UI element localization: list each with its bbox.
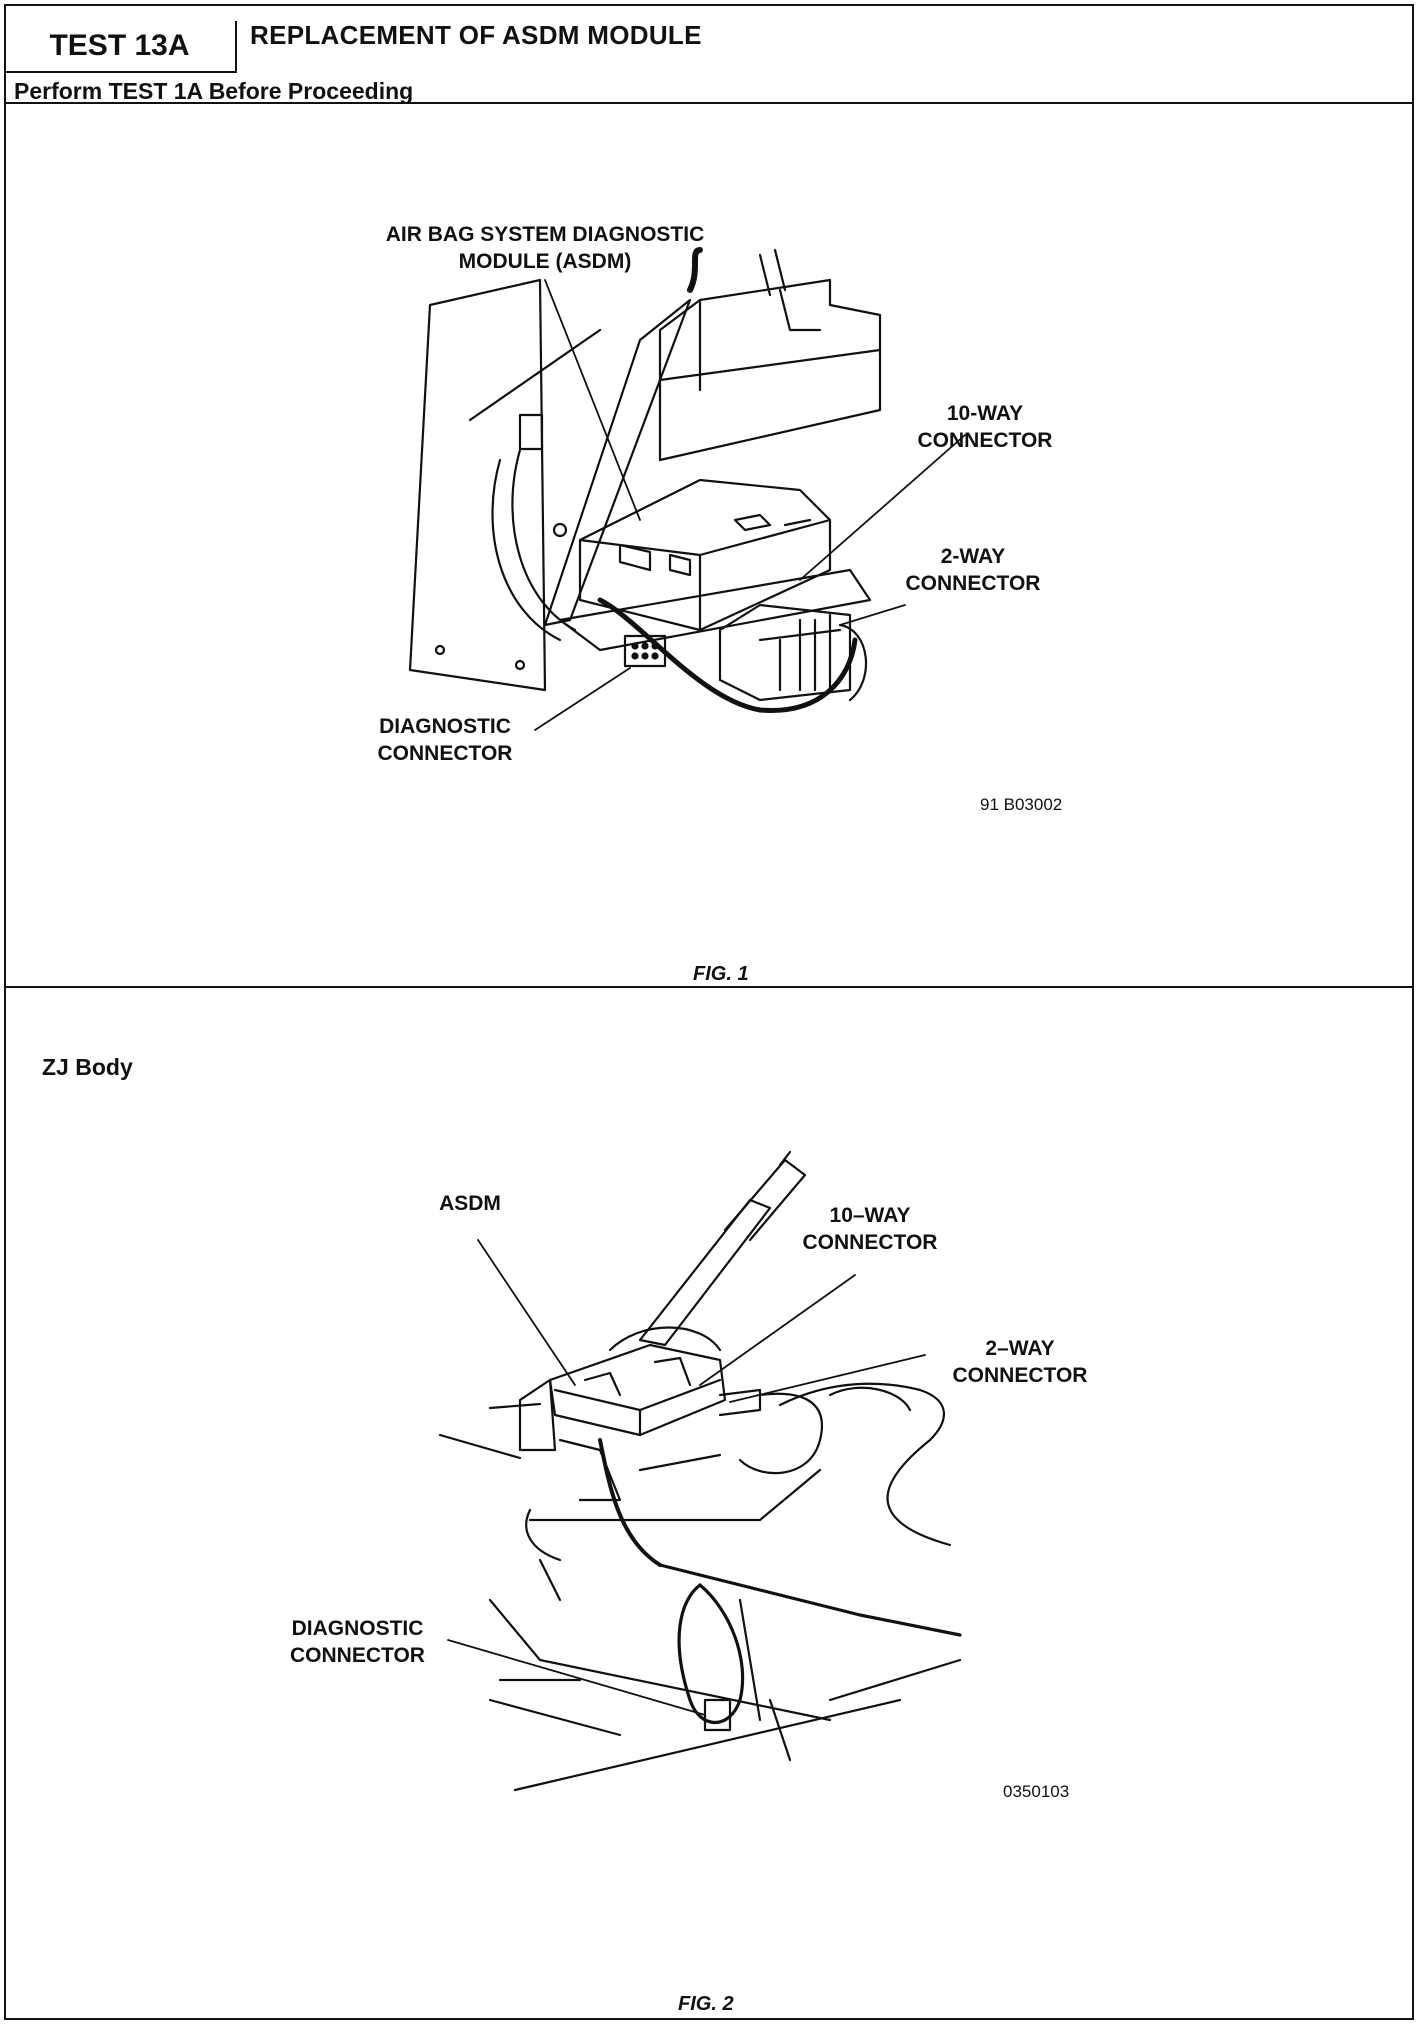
fig2-2way-label-line1: 2–WAY: [985, 1337, 1055, 1360]
fig1-diagnostic-label-line2: CONNECTOR: [377, 742, 513, 765]
fig2-10way-label: 10–WAY CONNECTOR: [780, 1202, 960, 1256]
fig2-asdm-label: ASDM: [439, 1192, 501, 1215]
fig2-caption: FIG. 2: [678, 1993, 734, 2015]
zj-body-label: ZJ Body: [42, 1054, 133, 1080]
fig1-10way-label-line1: 10-WAY: [946, 402, 1024, 425]
page-title: REPLACEMENT OF ASDM MODULE: [250, 20, 702, 50]
fig1-diagnostic-label-line1: DIAGNOSTIC: [379, 715, 511, 738]
fig1-code: 91 B03002: [980, 795, 1063, 814]
fig1-diagnostic-label: DIAGNOSTIC CONNECTOR: [360, 713, 530, 767]
fig1-2way-label-line2: CONNECTOR: [905, 572, 1041, 595]
fig1-10way-label: 10-WAY CONNECTOR: [900, 400, 1070, 454]
fig2-2way-label-line2: CONNECTOR: [952, 1364, 1088, 1387]
fig2-10way-label-line2: CONNECTOR: [802, 1231, 938, 1254]
fig1-10way-label-line2: CONNECTOR: [917, 429, 1053, 452]
fig2-diagnostic-label-line2: CONNECTOR: [290, 1644, 425, 1667]
fig1-asdm-label-line1: AIR BAG SYSTEM DIAGNOSTIC: [385, 223, 705, 246]
fig2-diagnostic-label: DIAGNOSTIC CONNECTOR: [265, 1615, 450, 1669]
fig1-2way-label-line1: 2-WAY: [940, 545, 1006, 568]
fig1-asdm-label: AIR BAG SYSTEM DIAGNOSTIC MODULE (ASDM): [355, 221, 735, 275]
fig1-asdm-label-line2: MODULE (ASDM): [458, 250, 632, 273]
header-divider: [4, 102, 1414, 104]
figure-divider: [4, 986, 1414, 988]
prerequisite-note: Perform TEST 1A Before Proceeding: [14, 78, 414, 104]
page-frame: [4, 4, 1414, 2020]
fig1-2way-label: 2-WAY CONNECTOR: [888, 543, 1058, 597]
fig2-diagnostic-label-line1: DIAGNOSTIC: [291, 1617, 424, 1640]
test-id-box: TEST 13A: [4, 21, 237, 73]
fig2-10way-label-line1: 10–WAY: [829, 1204, 911, 1227]
fig2-code: 0350103: [1003, 1782, 1070, 1801]
fig2-2way-label: 2–WAY CONNECTOR: [930, 1335, 1110, 1389]
fig1-caption: FIG. 1: [693, 963, 749, 985]
test-id: TEST 13A: [49, 29, 190, 62]
